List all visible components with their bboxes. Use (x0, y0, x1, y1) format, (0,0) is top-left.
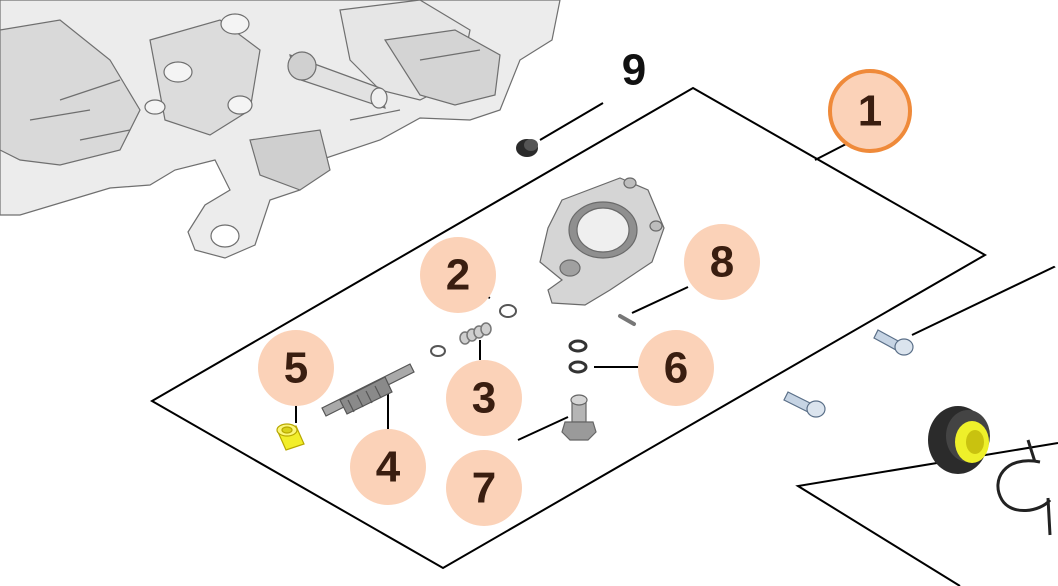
bushing-part (276, 423, 305, 451)
callout-7[interactable]: 7 (446, 450, 522, 526)
worm-shaft-part (321, 363, 415, 417)
pin-part (618, 314, 636, 326)
bearing-seal-part (928, 406, 990, 474)
o-ring-small-part (430, 345, 446, 357)
compression-spring-part (459, 322, 492, 345)
callout-5-label: 5 (284, 344, 308, 393)
oil-pump-housing-part (539, 177, 665, 306)
callout-1-label: 1 (858, 87, 882, 136)
callout-9-label: 9 (622, 46, 646, 95)
kit-outline-main (149, 86, 988, 570)
leader-lines (295, 102, 1058, 441)
crankcase-illustration (0, 0, 561, 259)
callout-5[interactable]: 5 (258, 330, 334, 406)
callout-2[interactable]: 2 (420, 237, 496, 313)
callout-offscreen[interactable] (1042, 200, 1058, 276)
washers-part (568, 339, 588, 374)
callout-6[interactable]: 6 (638, 330, 714, 406)
valve-part (561, 394, 597, 441)
callout-7-label: 7 (472, 464, 496, 513)
callout-2-label: 2 (446, 251, 470, 300)
callout-1[interactable]: 1 (828, 69, 912, 153)
o-ring-part (499, 304, 517, 318)
screw-lower-part (783, 391, 826, 418)
callout-3[interactable]: 3 (446, 360, 522, 436)
plug-part (516, 139, 538, 157)
callout-8-label: 8 (710, 238, 734, 287)
callout-4-label: 4 (376, 443, 401, 492)
kit-outline-secondary (795, 442, 1058, 586)
callout-3-label: 3 (472, 374, 496, 423)
screw-upper-part (873, 329, 914, 356)
callout-6-label: 6 (664, 344, 688, 393)
callout-8[interactable]: 8 (684, 224, 760, 300)
callout-4[interactable]: 4 (350, 429, 426, 505)
retaining-ring-part (996, 439, 1052, 536)
callout-9[interactable]: 9 (596, 32, 672, 108)
